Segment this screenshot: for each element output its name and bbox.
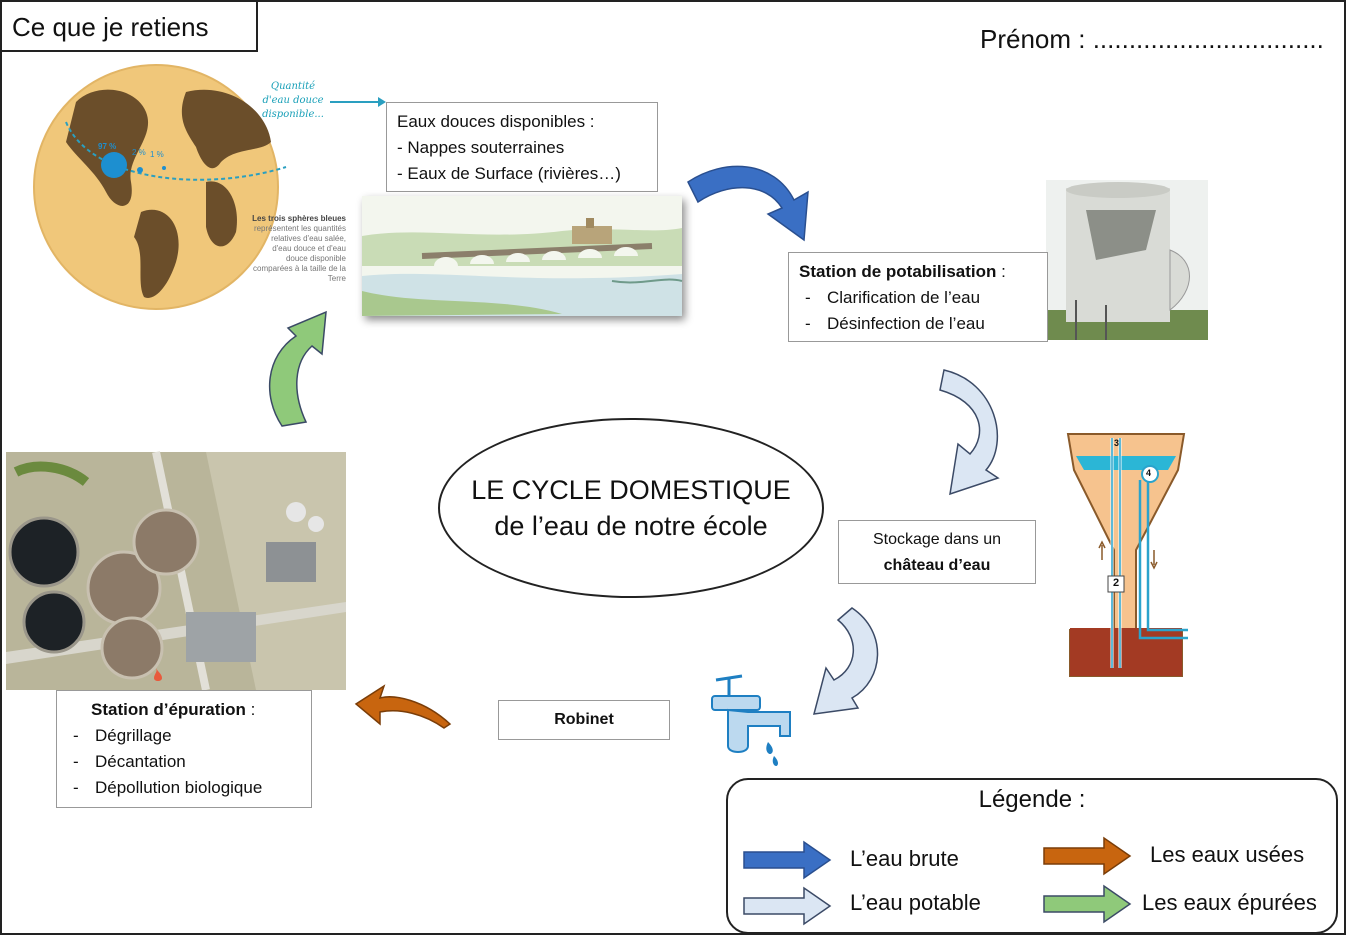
legend-arrow-potable [743,886,832,926]
epuration-box: Station d’épuration : Dégrillage Décanta… [56,690,312,808]
legend: Légende : L’eau brute L’eau potable Les … [726,778,1338,934]
tower-label-2: 2 [1113,577,1120,589]
epuration-item: Dégrillage [67,723,311,749]
globe-caption-bold: Les trois sphères bleues [252,214,346,223]
legend-label-epurees: Les eaux épurées [1142,890,1317,915]
robinet-label: Robinet [554,711,614,728]
potabilisation-box: Station de potabilisation : Clarificatio… [788,252,1048,342]
page-title: Ce que je retiens [2,2,258,52]
aerial-photo-station [6,451,346,691]
potabilisation-item: Désinfection de l’eau [799,311,1047,337]
arrow-eaux-usees [354,684,452,729]
globe-caption-text: représentent les quantités relatives d'e… [253,224,346,283]
water-tower-diagram [1066,433,1188,677]
potabilisation-title: Station de potabilisation [799,262,997,281]
epuration-title: Station d’épuration [91,700,246,719]
center-title-ellipse: LE CYCLE DOMESTIQUE de l’eau de notre éc… [438,418,824,598]
tower-label-3: 3 [1114,438,1120,448]
globe-annotation: Quantité d'eau douce disponible... [262,81,324,120]
arrow-eaux-epurees [269,310,327,427]
prenom-field: Prénom : ...............................… [980,24,1324,54]
stockage-box: Stockage dans un château d’eau [838,520,1036,584]
legend-arrow-usees [1043,836,1132,876]
potabilisation-item: Clarification de l’eau [799,285,1047,311]
globe-illustration [33,64,287,310]
legend-label-potable: L’eau potable [850,890,981,915]
arrow-eau-potable-1 [939,369,1000,496]
legend-title: Légende : [978,786,1086,813]
center-title-line1: LE CYCLE DOMESTIQUE [471,475,791,505]
globe-caption: Les trois sphères bleues représentent le… [250,214,346,284]
stockage-line1: Stockage dans un [872,531,1002,548]
epuration-suffix: : [245,700,256,719]
eaux-douces-item: - Nappes souterraines [397,138,565,157]
arrow-eau-brute [687,165,809,242]
tower-label-4: 4 [1146,468,1152,478]
legend-label-brute: L’eau brute [850,846,959,871]
annotation-arrow [330,97,386,107]
center-title-line2: de l’eau de notre école [494,511,768,541]
arrow-eau-potable-2 [812,607,879,715]
water-tower-photo [1046,180,1208,340]
globe-percent-available: 1 % [150,150,164,159]
globe-percent-saltwater: 97 % [98,142,117,151]
robinet-box: Robinet [498,700,670,740]
legend-label-usees: Les eaux usées [1150,842,1305,867]
stockage-line2: château d’eau [883,557,991,574]
tap-icon [711,674,791,766]
legend-arrow-epurees [1043,884,1132,924]
globe-percent-fresh: 2 % [132,148,146,157]
eaux-douces-title: Eaux douces disponibles : [397,112,595,131]
epuration-item: Décantation [67,749,311,775]
potabilisation-suffix: : [996,262,1006,281]
eaux-douces-item: - Eaux de Surface (rivières…) [397,164,621,183]
river-bridge-painting [362,196,683,316]
eaux-douces-box: Eaux douces disponibles : - Nappes soute… [386,102,658,192]
legend-arrow-brute [743,840,832,880]
epuration-item: Dépollution biologique [67,775,311,801]
